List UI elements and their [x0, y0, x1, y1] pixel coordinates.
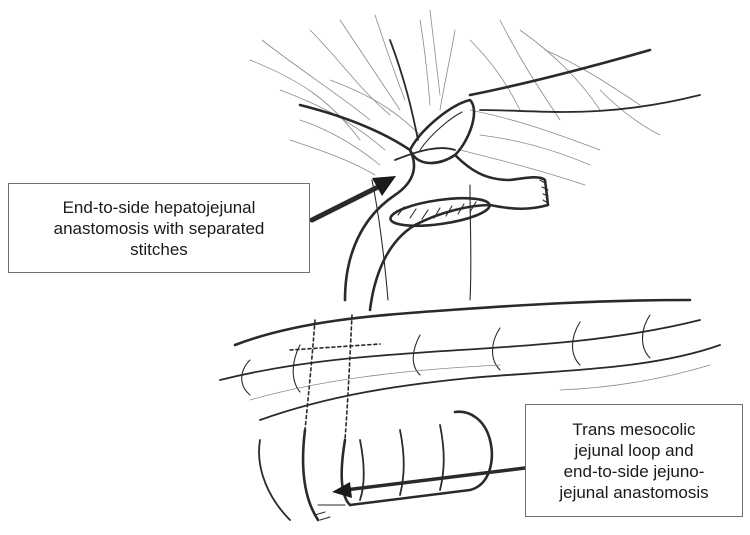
callout-hepatojejunal-anastomosis: End-to-side hepatojejunal anastomosis wi…	[8, 183, 310, 273]
jejunal-limb	[345, 150, 548, 310]
bile-duct-stump	[410, 100, 474, 163]
callout-line: jejunal loop and	[526, 440, 742, 461]
callout-line: Trans mesocolic	[526, 419, 742, 440]
callout-line: anastomosis with separated	[9, 218, 309, 239]
liver-hilum-hatching	[250, 10, 660, 185]
callout-jejunal-loop: Trans mesocolic jejunal loop and end-to-…	[525, 404, 743, 517]
anastomosis-ellipse	[389, 193, 491, 231]
hepatic-ducts	[300, 40, 700, 160]
callout-line: End-to-side hepatojejunal	[9, 197, 309, 218]
callout-line: stitches	[9, 239, 309, 260]
arrow-to-jejunal-loop	[345, 468, 525, 490]
callout-line: end-to-side jejuno-	[526, 461, 742, 482]
arrow-to-anastomosis	[312, 186, 380, 220]
lower-jejunal-loop	[259, 412, 492, 520]
callout-line: jejunal anastomosis	[526, 482, 742, 503]
